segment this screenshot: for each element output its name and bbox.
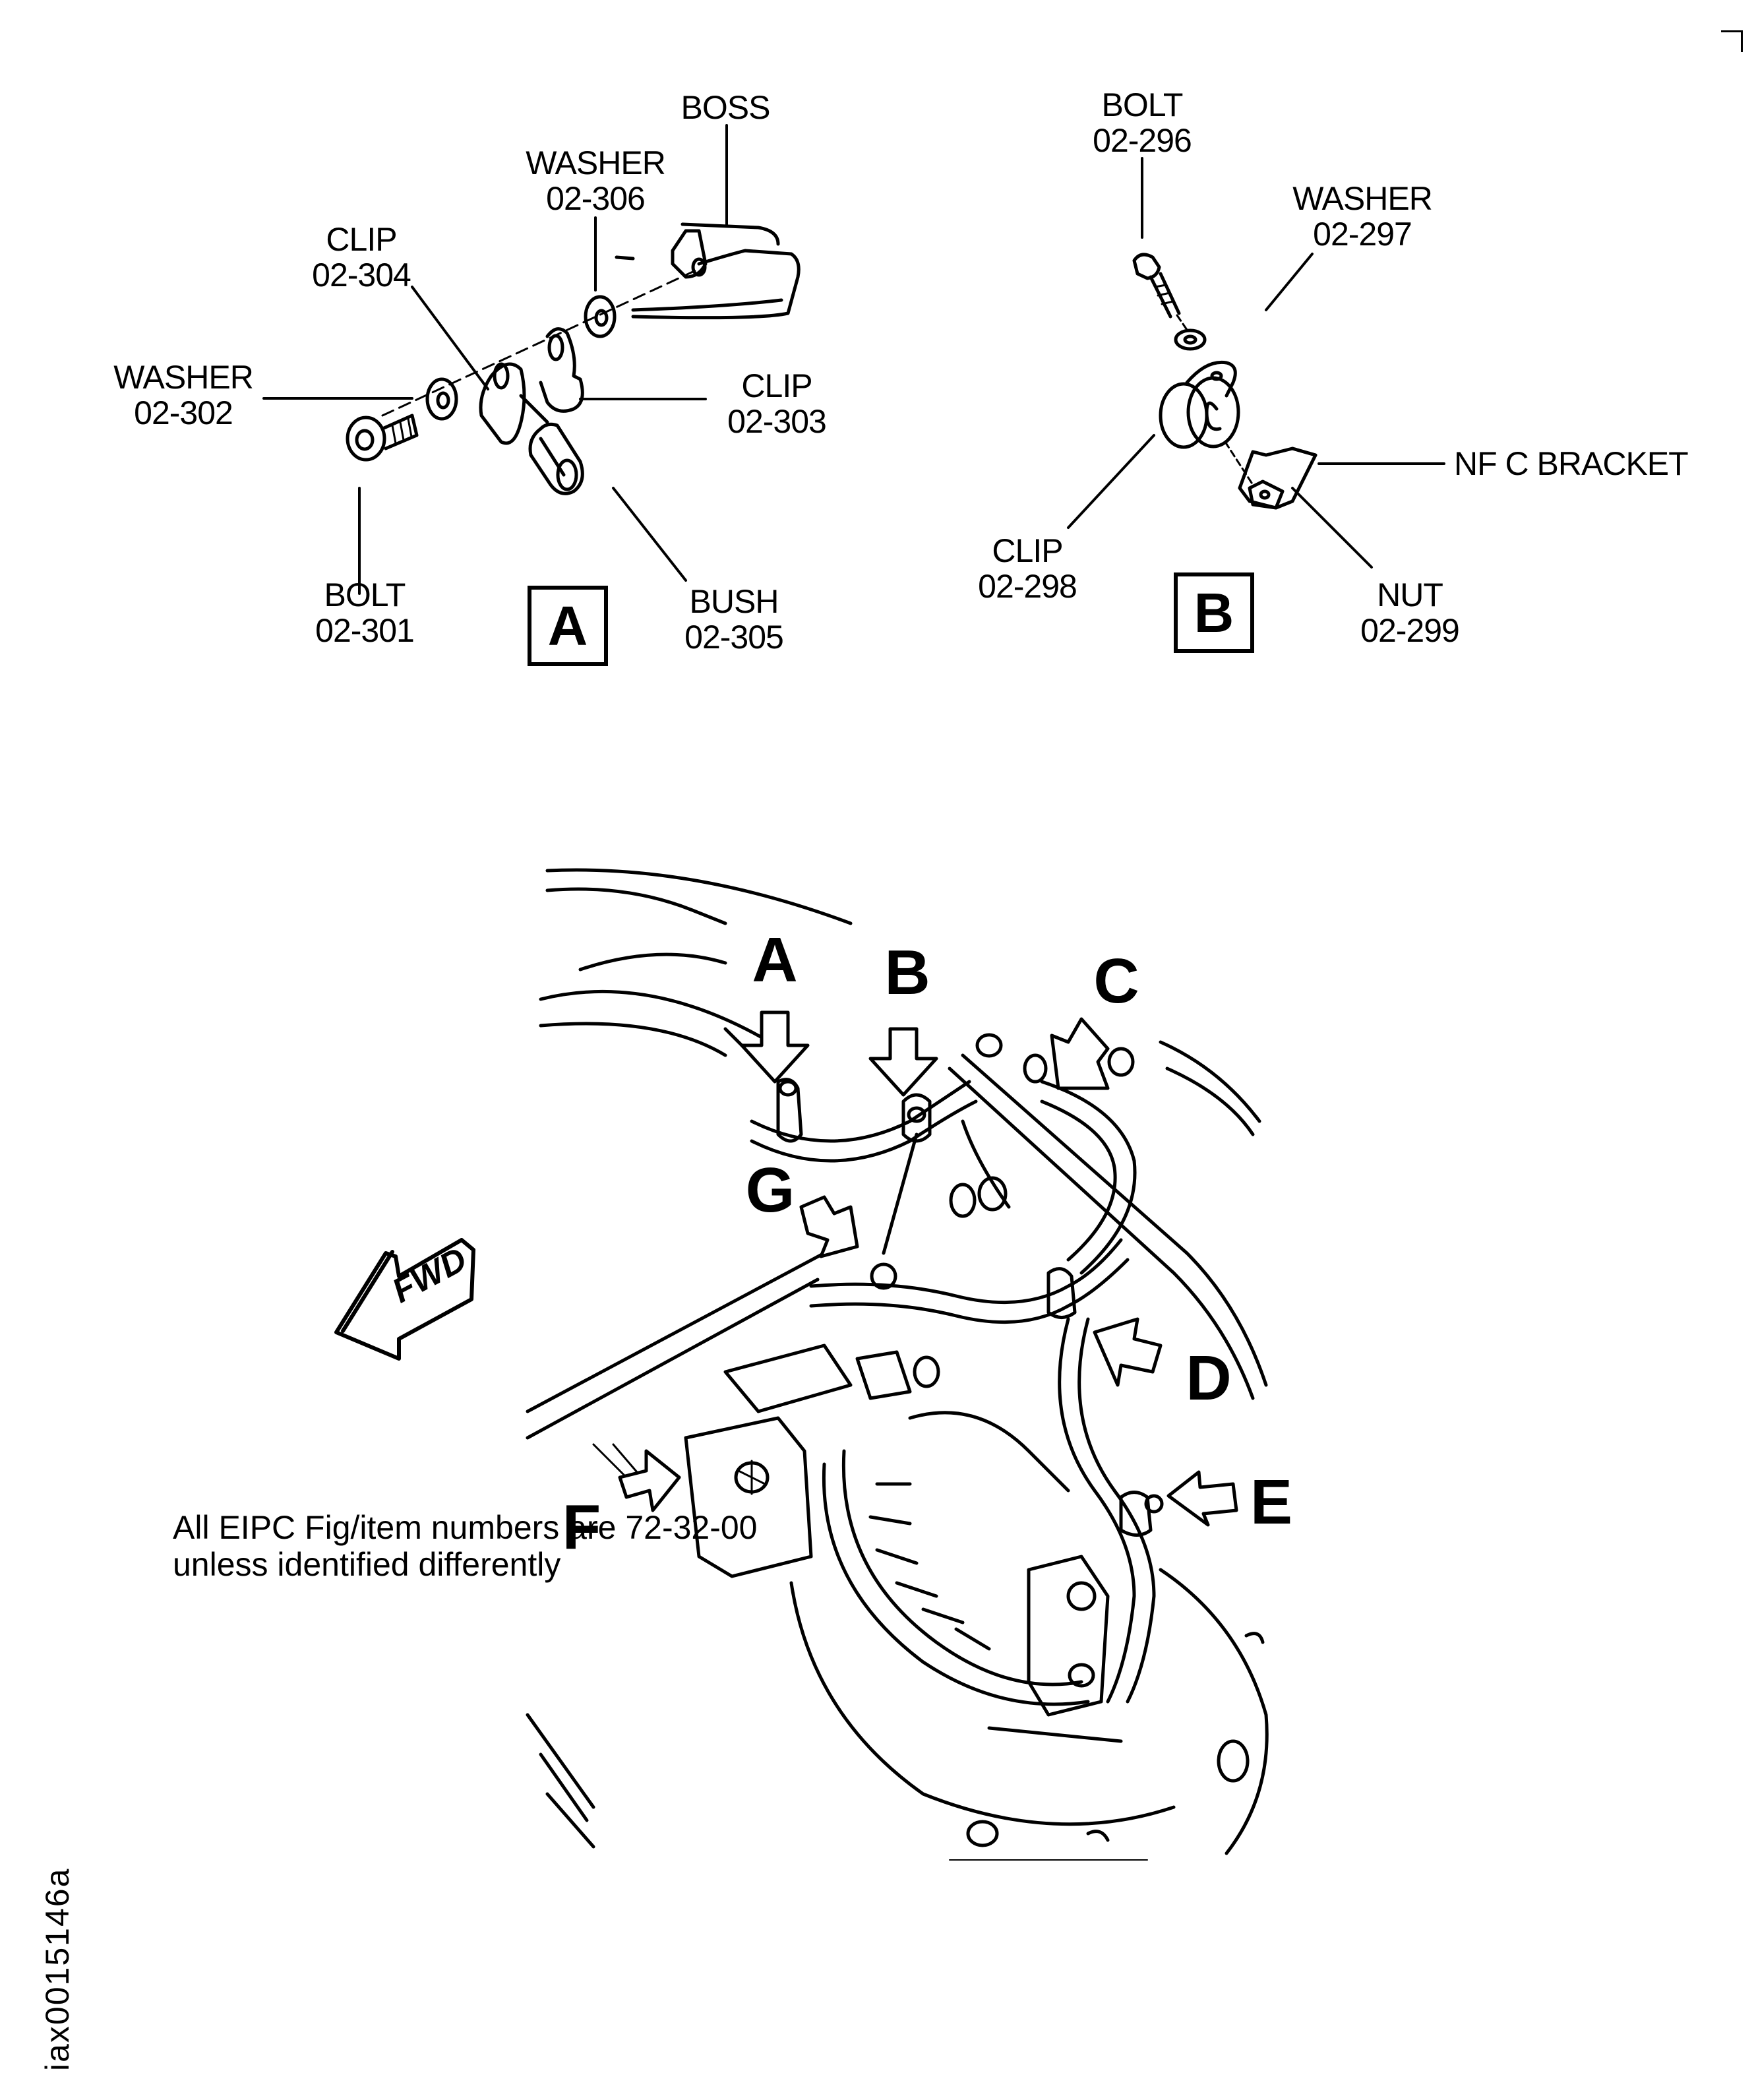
callout-f: F <box>562 1492 601 1562</box>
part-number: 02-302 <box>134 394 233 431</box>
clip-304-part <box>479 362 549 445</box>
part-name: WASHER <box>526 144 666 181</box>
part-name: WASHER <box>1292 180 1433 217</box>
detail-b-leaders <box>1067 157 1445 569</box>
arrow-e <box>1166 1470 1238 1527</box>
detail-a-parts <box>346 222 801 495</box>
arrow-a <box>740 1010 810 1084</box>
part-label-boss: BOSS <box>681 89 771 126</box>
part-label-washer-306: WASHER 02-306 <box>526 144 666 217</box>
part-number: 02-301 <box>315 612 415 649</box>
part-name: NUT <box>1377 576 1443 613</box>
arrow-c <box>1050 1017 1110 1090</box>
eipc-note: All EIPC Fig/item numbers are 72-32-00 u… <box>173 1509 757 1583</box>
part-number: 02-299 <box>1360 612 1460 649</box>
part-number: 02-303 <box>727 403 827 440</box>
callout-a: A <box>752 925 798 995</box>
part-name: BOLT <box>324 576 406 613</box>
arrow-f <box>618 1449 681 1512</box>
detail-a-leaders <box>262 124 728 595</box>
washer-297-part <box>1174 328 1207 351</box>
part-label-bush-305: BUSH 02-305 <box>684 583 784 656</box>
callout-c: C <box>1093 946 1139 1016</box>
arrow-g <box>799 1195 859 1258</box>
callout-b: B <box>884 937 930 1008</box>
part-label-clip-298: CLIP 02-298 <box>978 533 1077 604</box>
part-name: CLIP <box>992 532 1063 569</box>
part-number: 02-297 <box>1313 216 1412 253</box>
nut-299-part <box>1248 479 1285 510</box>
part-label-clip-303: CLIP 02-303 <box>727 367 827 440</box>
nf-c-bracket-part <box>1238 447 1317 510</box>
washer-302-part <box>425 377 458 421</box>
detail-view-label-a: A <box>528 586 608 666</box>
arrow-b <box>868 1027 938 1097</box>
callout-arrows <box>618 1010 1238 1527</box>
part-label-bolt-301: BOLT 02-301 <box>315 576 415 649</box>
note-line-2: unless identified differently <box>173 1546 561 1583</box>
main-illustration <box>526 868 1269 1861</box>
detail-view-label-b: B <box>1174 572 1254 653</box>
bush-305-part <box>528 422 584 495</box>
part-number: 02-296 <box>1093 122 1192 159</box>
part-name: BUSH <box>689 583 779 620</box>
detail-b-parts <box>1132 253 1317 510</box>
part-number: 02-298 <box>978 568 1077 605</box>
part-number: 02-305 <box>684 619 784 656</box>
part-name: CLIP <box>741 367 812 404</box>
part-label-nut-299: NUT 02-299 <box>1360 576 1460 649</box>
part-label-washer-297: WASHER 02-297 <box>1292 180 1433 253</box>
part-label-clip-304: CLIP 02-304 <box>312 222 411 293</box>
part-label-washer-302: WASHER 02-302 <box>113 359 254 431</box>
fwd-arrow-icon <box>334 1238 475 1361</box>
figure-id: iax0015146a <box>39 1867 76 2071</box>
callout-d: D <box>1186 1343 1232 1413</box>
clip-298-part <box>1159 360 1240 449</box>
washer-306-part <box>584 295 617 338</box>
note-line-1: All EIPC Fig/item numbers are 72-32-00 <box>173 1509 758 1546</box>
part-name: BOLT <box>1101 86 1184 123</box>
clip-303-part <box>539 327 584 413</box>
bolt-301-part <box>346 414 419 462</box>
part-number: 02-306 <box>546 180 646 217</box>
part-name: NF C BRACKET <box>1454 445 1689 482</box>
part-name: WASHER <box>113 359 254 396</box>
callout-e: E <box>1250 1467 1293 1537</box>
boss-part <box>631 222 801 320</box>
bolt-296-part <box>1132 253 1181 319</box>
part-label-bolt-296: BOLT 02-296 <box>1093 87 1192 158</box>
part-label-nf-c-bracket: NF C BRACKET <box>1454 445 1689 482</box>
crop-corner-mark <box>1721 30 1743 52</box>
part-name: BOSS <box>681 89 771 126</box>
arrow-d <box>1093 1317 1163 1387</box>
part-number: 02-304 <box>312 257 411 293</box>
callout-g: G <box>745 1155 795 1225</box>
part-name: CLIP <box>326 221 397 258</box>
